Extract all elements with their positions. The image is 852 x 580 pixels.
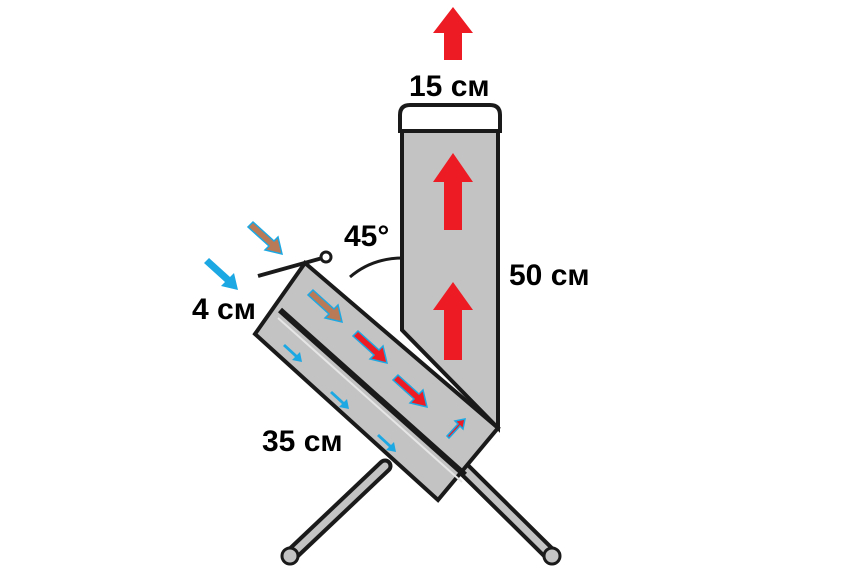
hot-air-arrows	[433, 7, 473, 360]
lid-line	[257, 255, 327, 278]
legs	[280, 458, 562, 566]
cold-air-arrow-icon	[204, 258, 238, 290]
lid-hinge	[319, 250, 333, 264]
chimney	[398, 103, 502, 433]
feed-length-label: 35 см	[262, 425, 343, 458]
feed-divider-dark	[278, 307, 467, 478]
right-foot	[542, 546, 562, 566]
inlet-gap-label: 4 см	[192, 293, 256, 326]
right-leg-inner	[459, 464, 556, 560]
feed-tube-body	[252, 260, 501, 503]
left-leg-inner	[286, 462, 389, 560]
up-arrow-icon	[433, 282, 473, 360]
left-foot	[280, 546, 300, 566]
top-width-label: 15 см	[409, 70, 490, 103]
up-arrow-icon	[433, 7, 473, 60]
chimney-height-label: 50 см	[509, 259, 590, 292]
feed-divider-light	[277, 317, 463, 483]
fuel-arrow-icon	[247, 221, 283, 255]
feed-tube	[252, 260, 501, 503]
angle-label: 45°	[344, 220, 390, 253]
chimney-cap	[398, 103, 502, 133]
feed-lid	[257, 250, 333, 278]
up-arrow-icon	[433, 153, 473, 230]
angle-arc	[349, 256, 404, 279]
